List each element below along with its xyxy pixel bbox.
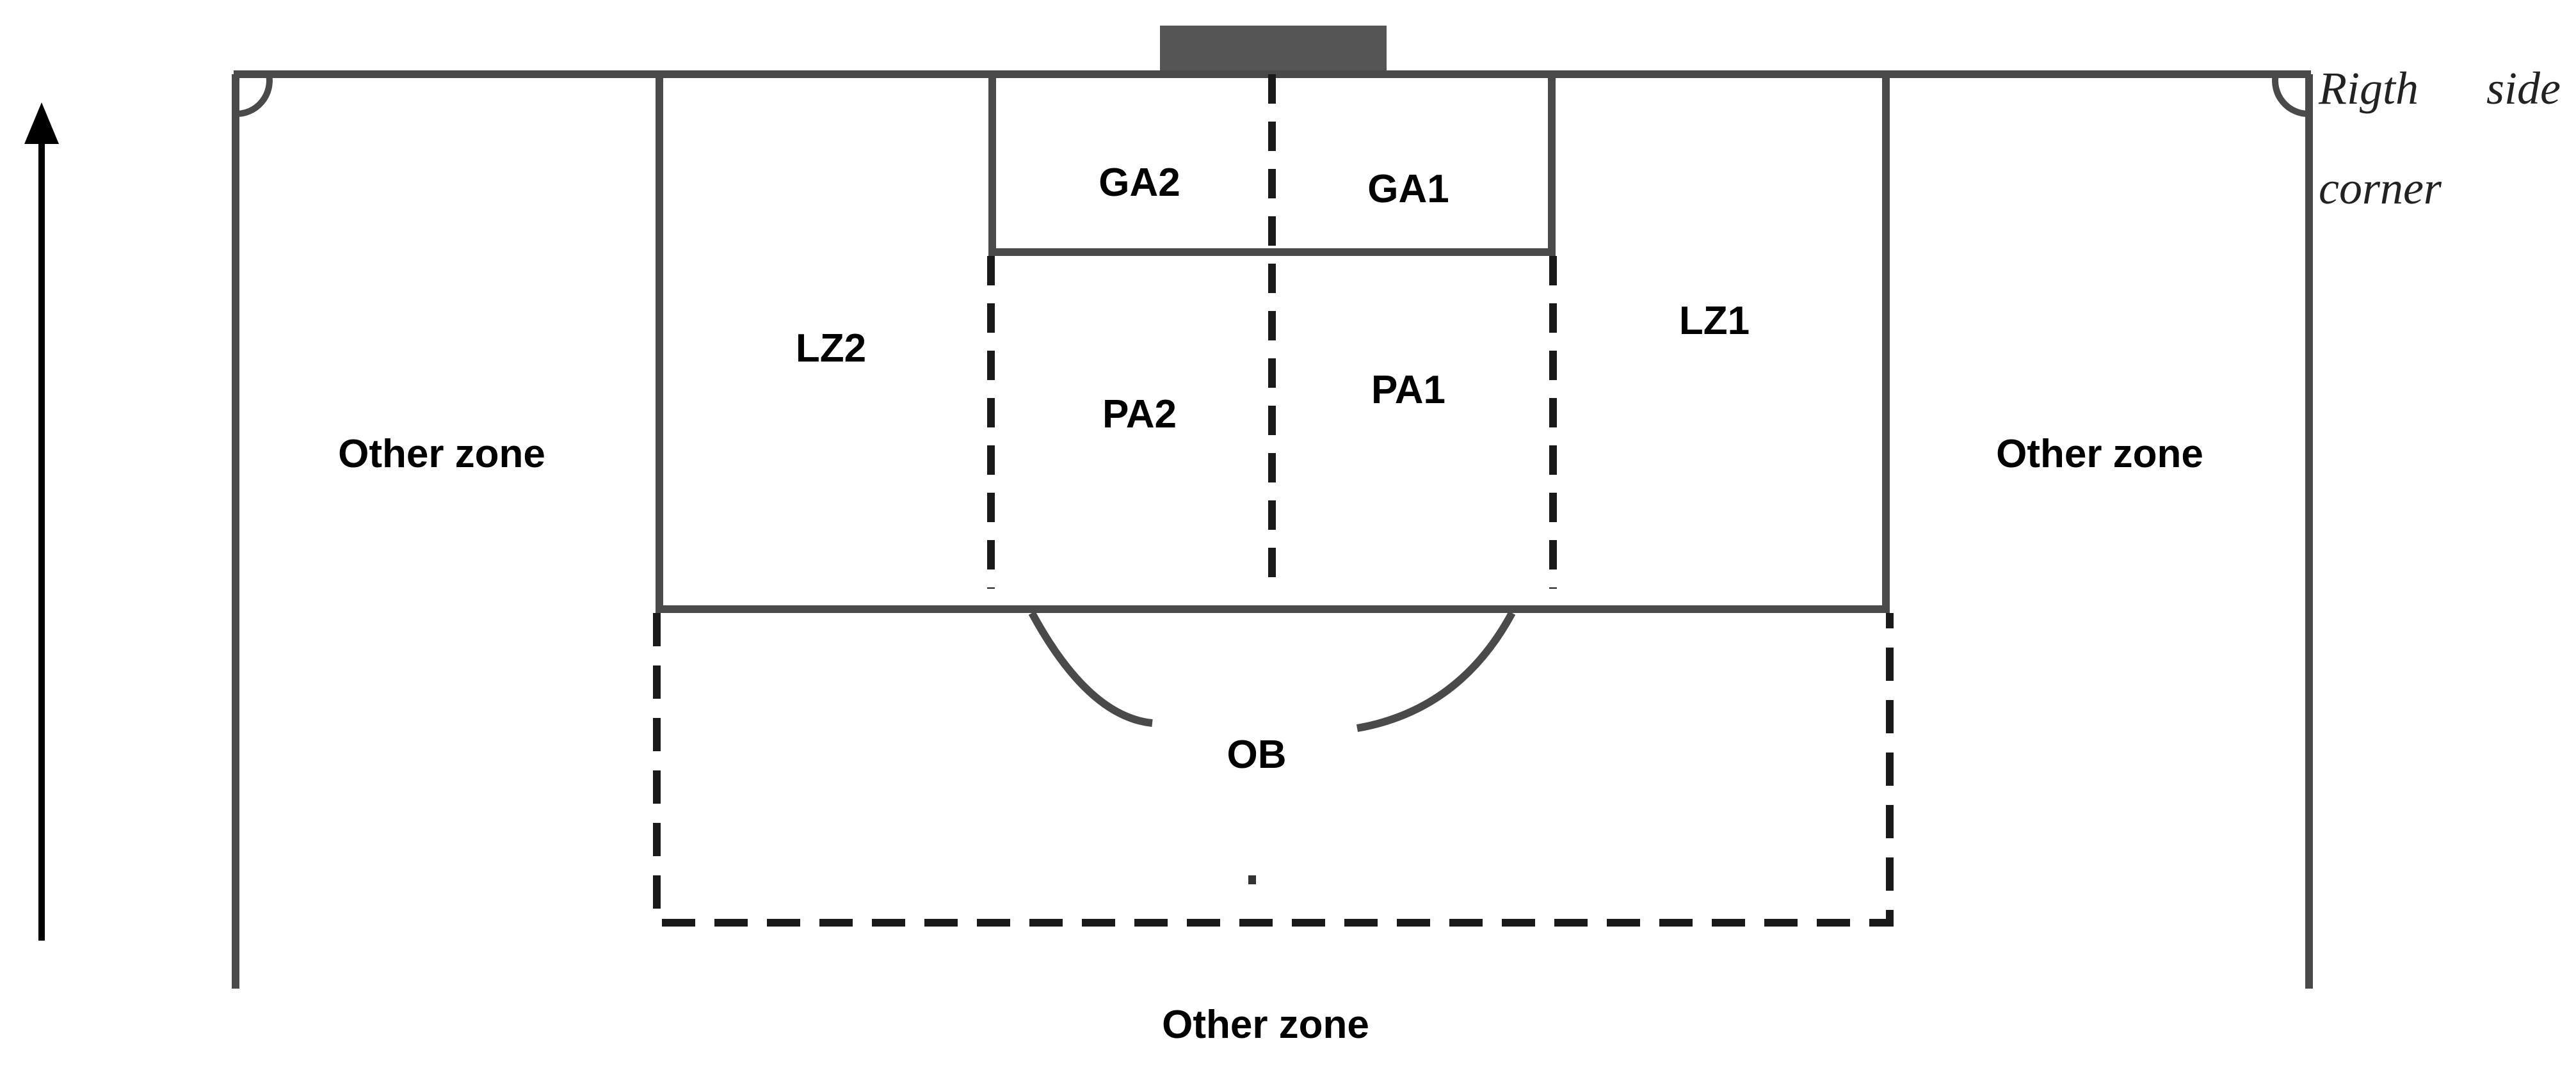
attack-direction-arrow-icon (24, 102, 59, 941)
ob-dashed-box (653, 613, 1894, 927)
left-corner-arc (235, 74, 273, 118)
goal (1160, 26, 1387, 74)
zone-label-ga1: GA1 (1367, 167, 1449, 211)
corner-label-word-side: side (2486, 63, 2561, 114)
zone-label-pa1: PA1 (1371, 368, 1445, 412)
zone-label-pa2: PA2 (1102, 392, 1177, 436)
penalty-arc (1028, 611, 1153, 727)
right-corner-arc (2272, 74, 2310, 118)
corner-label-word-corner: corner (2319, 163, 2442, 214)
zone-label-other-right: Other zone (1996, 432, 2203, 476)
zone-label-other-bottom: Other zone (1162, 1003, 1369, 1047)
zone-label-lz2: LZ2 (796, 326, 866, 370)
corner-label-word-rigth: Rigth (2318, 63, 2419, 114)
zone-label-lz1: LZ1 (1679, 299, 1750, 343)
zone-label-other-left: Other zone (338, 432, 545, 476)
zone-label-ob: OB (1227, 733, 1287, 777)
penalty-arc-right (1356, 611, 1516, 732)
penalty-spot (1248, 875, 1256, 884)
zone-label-ga2: GA2 (1099, 161, 1180, 205)
